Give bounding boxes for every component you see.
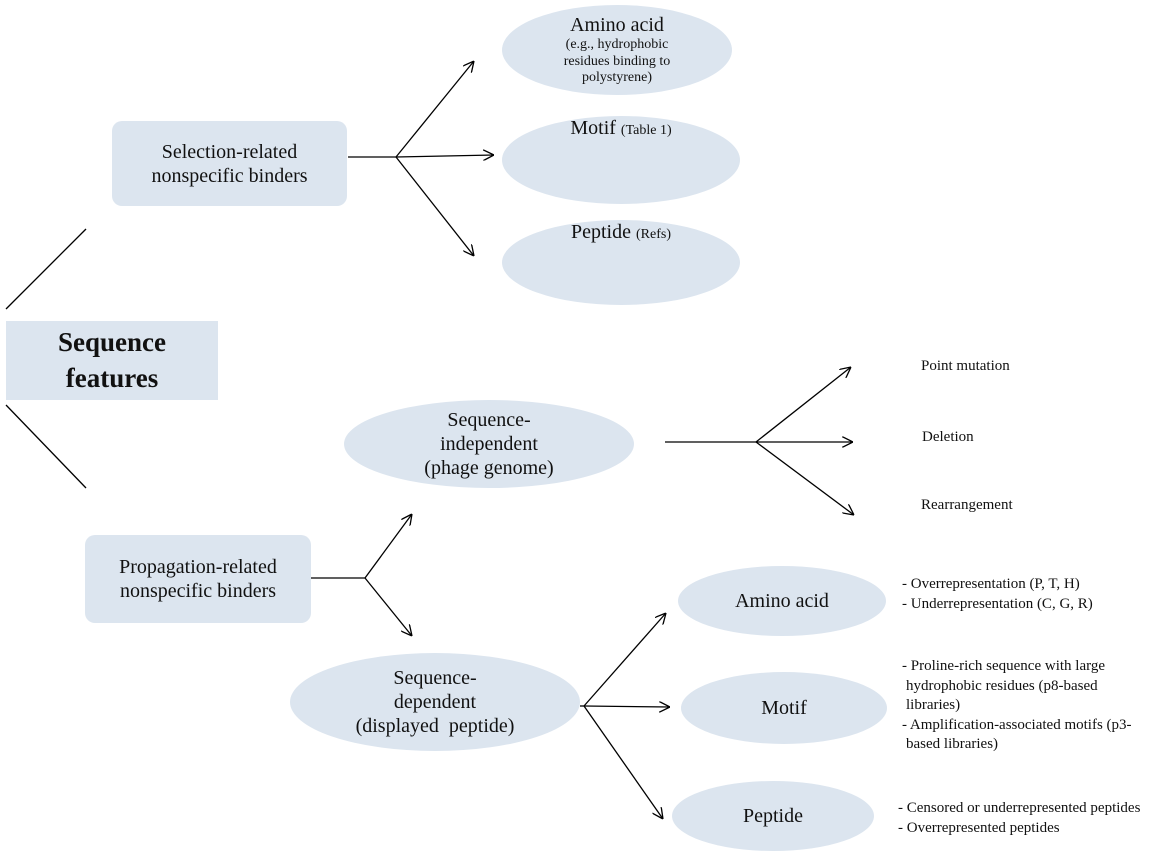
- arrow-to-independent: [364, 514, 412, 579]
- point-mutation-label: Point mutation: [921, 358, 1010, 374]
- sequence-dependent-node: Sequence- dependent (displayed peptide): [290, 653, 580, 751]
- arrow-to-peptide: [395, 156, 474, 256]
- amino-acid-title: Amino acid: [570, 13, 664, 36]
- root-line2: features: [65, 362, 159, 393]
- arrow-to-amino-acid: [395, 61, 474, 158]
- amino-acid-node: Amino acid (e.g., hydrophobic residues b…: [502, 5, 732, 95]
- dep-peptide-title: Peptide: [743, 805, 803, 827]
- arrow-to-dependent: [364, 577, 412, 636]
- dep-motif-node: Motif: [681, 672, 887, 744]
- motif-ref: (Table 1): [620, 123, 672, 138]
- independent-line1: Sequence-: [447, 409, 531, 431]
- note-censored: - Censored or underrepresented peptides: [898, 800, 1141, 816]
- independent-line2: independent: [440, 433, 538, 455]
- note-hydrophobic: hydrophobic residues (p8-based: [906, 677, 1098, 694]
- note-based-libraries: based libraries): [906, 736, 999, 752]
- peptide-ref: (Refs): [636, 227, 671, 242]
- root-lower-branch-line: [5, 404, 87, 489]
- sequence-independent-node: Sequence- independent (phage genome): [344, 400, 634, 488]
- selection-label-line1: Selection-related: [161, 140, 298, 163]
- arrow-to-dep-amino-acid: [583, 613, 666, 707]
- peptide-title: Peptide: [571, 221, 631, 243]
- note-libraries: libraries): [906, 697, 961, 713]
- selection-label-line2: nonspecific binders: [151, 164, 308, 187]
- arrow-to-rearrangement: [755, 441, 854, 515]
- rearrangement-label: Rearrangement: [921, 497, 1013, 513]
- propagation-label-line1: Propagation-related: [119, 556, 277, 578]
- dependent-line1: Sequence-: [393, 667, 477, 689]
- deletion-label: Deletion: [922, 429, 974, 445]
- note-overrepresented: - Overrepresented peptides: [898, 819, 1060, 836]
- motif-node: Motif (Table 1): [502, 116, 740, 204]
- amino-acid-sub1: (e.g., hydrophobic: [565, 36, 669, 52]
- note-underrepresentation: - Underrepresentation (C, G, R): [902, 595, 1093, 612]
- note-proline-rich: - Proline-rich sequence with large: [902, 658, 1105, 674]
- root-line1: Sequence: [58, 327, 166, 358]
- dependent-line2: dependent: [393, 691, 477, 713]
- propagation-related-node: Propagation-related nonspecific binders: [85, 535, 311, 623]
- dep-motif-notes: - Proline-rich sequence with large hydro…: [902, 657, 1132, 755]
- root-node-sequence-features: Sequence features: [6, 321, 218, 400]
- dep-amino-acid-notes: - Overrepresentation (P, T, H) - Underre…: [902, 575, 1093, 614]
- arrow-to-dep-motif: [583, 706, 670, 707]
- dep-amino-acid-title: Amino acid: [735, 590, 829, 612]
- note-overrepresentation: - Overrepresentation (P, T, H): [902, 576, 1080, 592]
- dep-amino-acid-node: Amino acid: [678, 566, 886, 636]
- root-upper-branch-line: [5, 228, 87, 310]
- amino-acid-sub3: polystyrene): [582, 70, 652, 86]
- independent-line3: (phage genome): [424, 457, 554, 479]
- dependent-line3: (displayed peptide): [355, 715, 515, 737]
- arrow-to-motif: [395, 155, 494, 157]
- dep-motif-title: Motif: [761, 697, 807, 719]
- amino-acid-sub2: residues binding to: [563, 53, 671, 69]
- dep-peptide-node: Peptide: [672, 781, 874, 851]
- arrow-to-point-mutation: [755, 367, 851, 443]
- dep-peptide-notes: - Censored or underrepresented peptides …: [898, 799, 1140, 838]
- arrow-to-dep-peptide: [583, 705, 663, 819]
- selection-related-node: Selection-related nonspecific binders: [112, 121, 347, 206]
- peptide-node: Peptide (Refs): [502, 220, 740, 305]
- note-amplification: - Amplification-associated motifs (p3-: [902, 716, 1132, 733]
- motif-title: Motif: [570, 117, 616, 139]
- propagation-label-line2: nonspecific binders: [119, 580, 277, 602]
